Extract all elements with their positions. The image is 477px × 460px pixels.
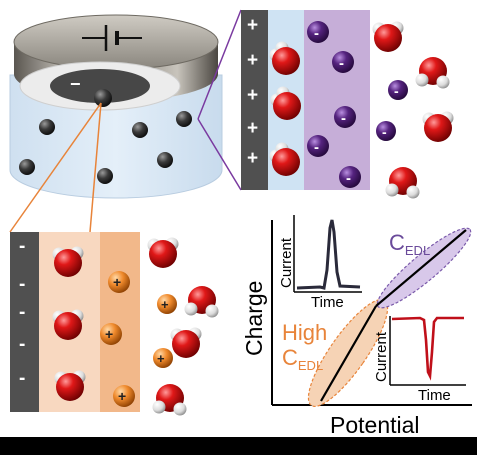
bulk-water-molecules-left	[147, 237, 219, 416]
svg-text:-: -	[19, 334, 25, 355]
anions: - - - - - - -	[307, 21, 408, 188]
positive-electrode-panel: + + + + + - - - - - - -	[241, 10, 454, 199]
svg-text:Time: Time	[418, 387, 451, 404]
electrochemical-cell: −	[9, 14, 223, 199]
negative-charges: - - - - -	[19, 236, 25, 389]
svg-text:+: +	[247, 15, 258, 36]
svg-text:+: +	[157, 351, 165, 366]
svg-text:+: +	[113, 274, 121, 290]
svg-text:+: +	[105, 326, 113, 342]
high-label: High	[282, 320, 327, 345]
svg-text:+: +	[161, 297, 169, 312]
y-axis-label: Charge	[241, 281, 267, 356]
svg-text:-: -	[19, 302, 25, 323]
positive-charges: + + + + +	[247, 15, 258, 169]
negative-electrode-panel: - - - - - + + + + +	[10, 232, 219, 416]
charge-potential-graph: Charge Potential CEDL High CEDL	[241, 220, 472, 438]
battery-symbol-icon	[82, 25, 142, 51]
bottom-border	[0, 437, 477, 455]
svg-text:Time: Time	[311, 294, 344, 311]
zoom-connector-lines	[9, 9, 242, 233]
svg-text:-: -	[19, 236, 25, 257]
svg-text:+: +	[247, 85, 258, 106]
current-time-inset-top: Current Time	[278, 215, 362, 311]
svg-text:-: -	[346, 170, 351, 187]
steep-slope-line	[320, 305, 377, 402]
suspended-particles	[19, 89, 192, 184]
svg-text:Current: Current	[278, 237, 295, 288]
svg-text:-: -	[339, 55, 344, 72]
cedl-label: CEDL	[389, 230, 430, 258]
x-axis-label: Potential	[330, 412, 420, 438]
svg-text:-: -	[19, 274, 25, 295]
current-time-inset-bottom: Current Time	[373, 316, 466, 404]
high-cedl-label: CEDL	[282, 345, 323, 373]
svg-text:-: -	[19, 368, 25, 389]
svg-text:-: -	[314, 25, 319, 42]
svg-text:-: -	[382, 124, 387, 140]
bulk-water-molecules	[372, 21, 454, 199]
cathode-sign: −	[70, 74, 81, 94]
svg-text:-: -	[341, 110, 346, 127]
svg-text:+: +	[247, 118, 258, 139]
peak-trace	[296, 219, 361, 290]
shallow-slope-line	[375, 229, 467, 307]
svg-text:-: -	[394, 83, 399, 99]
svg-text:Current: Current	[373, 331, 390, 382]
svg-text:+: +	[247, 148, 258, 169]
spike-trace	[391, 316, 464, 381]
cations: + + + + +	[100, 271, 177, 407]
svg-text:+: +	[118, 388, 126, 404]
cedl-region	[376, 227, 472, 309]
svg-text:+: +	[247, 50, 258, 71]
svg-text:-: -	[314, 139, 319, 156]
oriented-water-molecules	[269, 41, 301, 176]
